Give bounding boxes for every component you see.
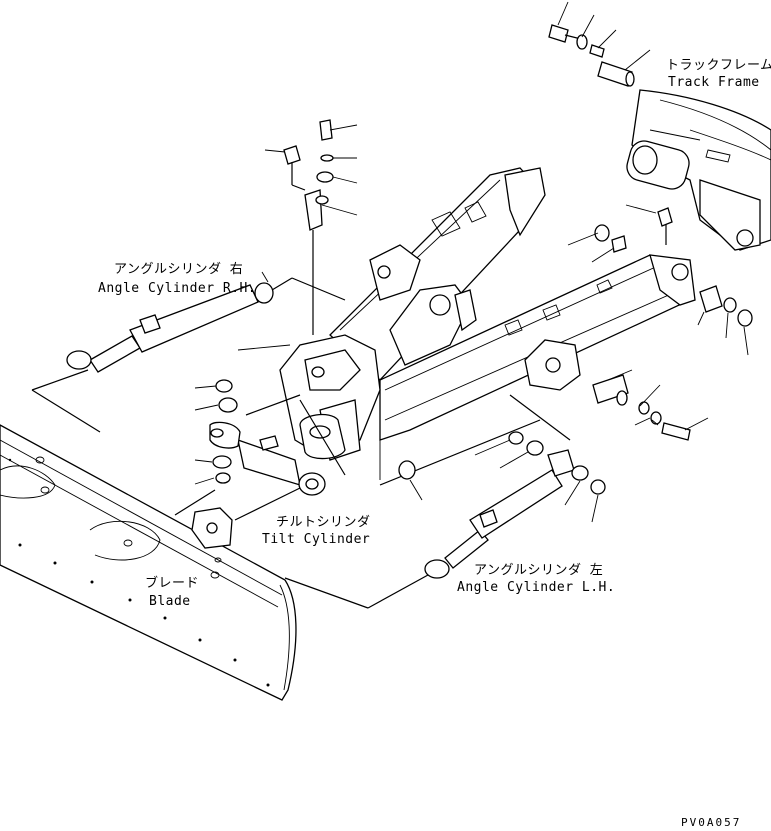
label-track-frame-en: Track Frame <box>668 75 760 90</box>
angle-cylinder-rh <box>31 271 346 433</box>
center-pin-hardware <box>264 119 358 335</box>
track-frame <box>626 89 771 251</box>
label-angle-rh-jp: アングルシリンダ 右 <box>114 262 243 277</box>
label-blade-jp: ブレード <box>145 575 199 591</box>
drawing-code: PV0A057 <box>681 816 741 829</box>
label-track-frame-jp: トラックフレーム <box>666 58 771 73</box>
tilt-cylinder <box>174 344 346 521</box>
label-tilt-jp: チルトシリンダ <box>276 515 371 530</box>
label-tilt-en: Tilt Cylinder <box>262 532 370 547</box>
frame-washer <box>398 460 423 501</box>
label-angle-rh-en: Angle Cylinder R.H. <box>98 281 256 296</box>
pin-hardware-top <box>548 1 651 87</box>
callout-labels: トラックフレーム Track Frame アングルシリンダ 右 Angle Cy… <box>98 58 771 829</box>
label-angle-lh-jp: アングルシリンダ 左 <box>474 563 603 578</box>
blade <box>0 424 297 701</box>
angle-cylinder-lh <box>284 394 606 609</box>
blade-frame <box>279 167 696 480</box>
label-angle-lh-en: Angle Cylinder L.H. <box>457 580 615 595</box>
label-blade-en: Blade <box>149 594 191 609</box>
frame-pivot-hardware <box>567 204 753 441</box>
